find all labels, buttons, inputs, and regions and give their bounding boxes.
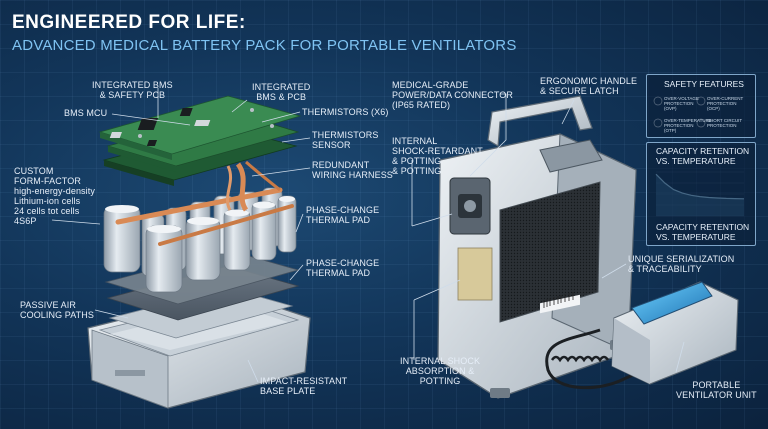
page-title: ENGINEERED FOR LIFE: (12, 12, 246, 33)
callout-custom-form-factor: CUSTOM FORM-FACTOR (14, 166, 81, 186)
safety-item-scp: SHORT CIRCUIT PROTECTION (707, 118, 743, 128)
callout-redundant-wiring: REDUNDANT WIRING HARNESS (312, 160, 393, 180)
battery-cells (103, 187, 297, 293)
ventilator-unit (611, 281, 739, 385)
callout-impact-resistant: IMPACT-RESISTANT BASE PLATE (260, 376, 348, 396)
callout-thermistors-x6: THERMISTORS (x6) (302, 107, 389, 117)
callout-bms-mcu: BMS MCU (64, 108, 108, 118)
callout-handle: ERGONOMIC HANDLE & SECURE LATCH (540, 76, 638, 96)
leader-lines-right (411, 93, 685, 373)
capacity-panel-title: CAPACITY RETENTION VS. TEMPERATURE (656, 146, 750, 166)
callout-phase-change-1: PHASE-CHANGE THERMAL PAD (306, 205, 380, 225)
callout-integrated-bms-left: INTEGRATED BMS & SAFETY PCB (92, 80, 173, 100)
capacity-panel (646, 142, 756, 246)
battery-case (437, 95, 637, 399)
callout-phase-change-2: PHASE-CHANGE THERMAL PAD (306, 258, 380, 278)
callout-serialization: UNIQUE SERIALIZATION & TRACEABILITY (628, 254, 735, 274)
callout-passive-air: PASSIVE AIR COOLING PATHS (20, 300, 94, 320)
safety-item-ovp: OVER-VOLTAGE PROTECTION (OVP) (664, 96, 699, 111)
coiled-cable (545, 328, 641, 390)
leader-lines-left (51, 88, 311, 383)
callout-internal-shock-bottom: INTERNAL SHOCK ABSORPTION & POTTING (400, 356, 481, 386)
callout-connector: MEDICAL-GRADE POWER/DATA CONNECTOR (IP65… (392, 80, 514, 110)
capacity-panel-caption: CAPACITY RETENTION VS. TEMPERATURE (656, 222, 750, 242)
pcb-stack (98, 95, 302, 186)
safety-item-otp: OVER-TEMPERATURE PROTECTION (OTP) (664, 118, 712, 133)
callout-integrated-bms-right: INTEGRATED BMS & PCB (252, 82, 311, 102)
safety-features-panel (646, 74, 756, 138)
callout-ventilator: PORTABLE VENTILATOR UNIT (676, 380, 757, 400)
wiring-harness (225, 160, 281, 212)
callout-cell-details: high-energy-density Lithium-ion cells 24… (14, 186, 95, 226)
safety-features-title: SAFETY FEATURES (664, 79, 744, 89)
page-subtitle: ADVANCED MEDICAL BATTERY PACK FOR PORTAB… (12, 37, 517, 54)
callout-internal-shock-top: INTERNAL SHOCK-RETARDANT & POTTING & POT… (392, 136, 483, 176)
callout-thermistors-sensor: THERMISTORS SENSOR (312, 130, 379, 150)
serial-barcode (540, 294, 580, 314)
safety-item-ocp: OVER-CURRENT PROTECTION (OCP) (707, 96, 744, 111)
